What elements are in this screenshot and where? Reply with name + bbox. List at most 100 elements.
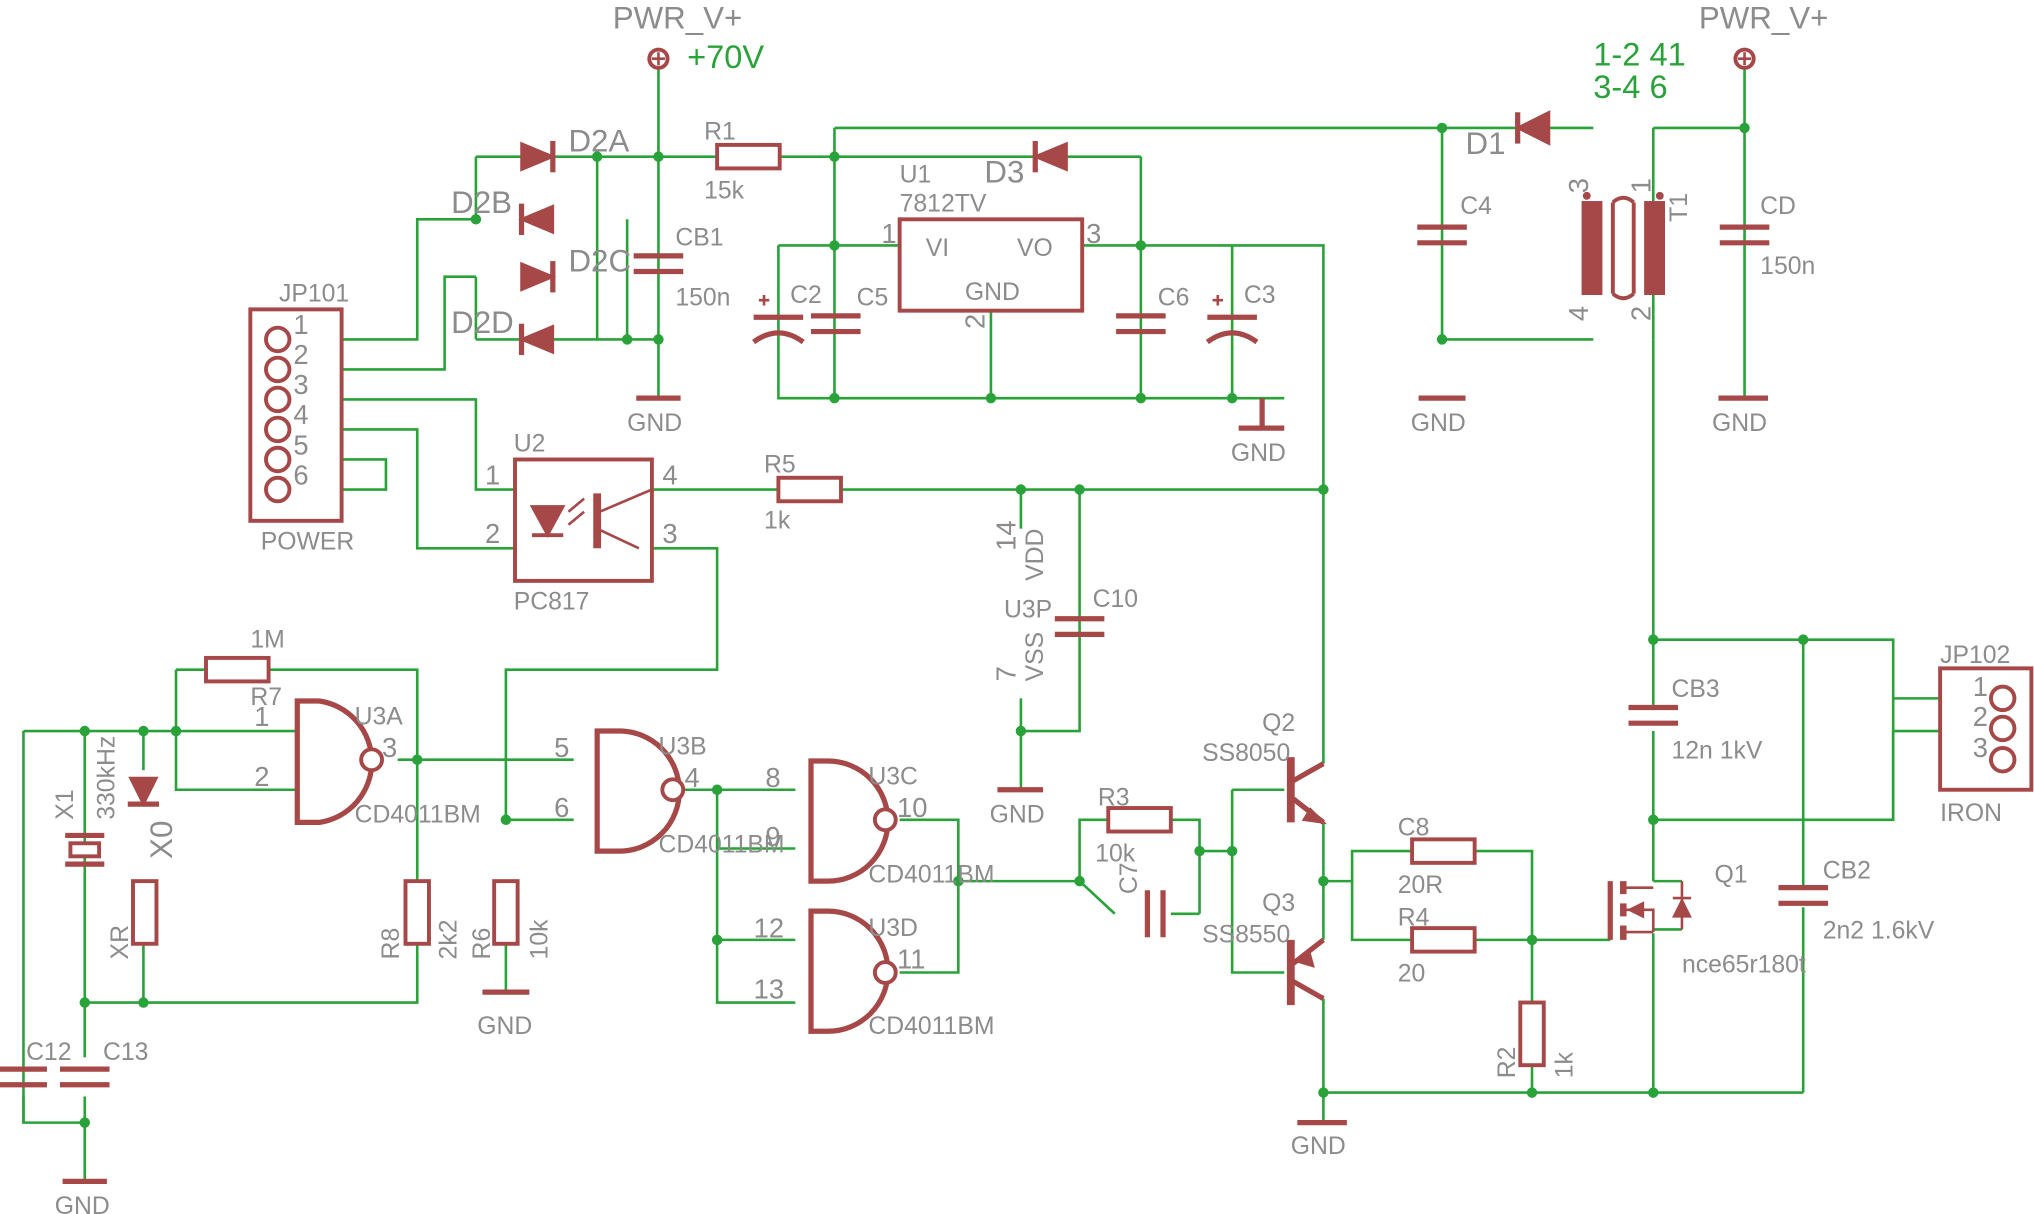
nand-gate-u3c bbox=[808, 758, 898, 884]
ground-symbols bbox=[62, 395, 1769, 1184]
transformer-ratio-2: 3-4 6 bbox=[1593, 68, 1667, 105]
svg-text:XR: XR bbox=[107, 925, 134, 959]
svg-text:1: 1 bbox=[1626, 178, 1657, 193]
svg-text:1M: 1M bbox=[250, 626, 284, 653]
power-supply-symbol-1 bbox=[647, 47, 670, 70]
svg-text:U3B: U3B bbox=[658, 733, 706, 760]
svg-text:CD4011BM: CD4011BM bbox=[355, 801, 481, 828]
svg-text:Q3: Q3 bbox=[1262, 890, 1295, 917]
svg-text:X0: X0 bbox=[144, 821, 179, 859]
svg-text:10k: 10k bbox=[1095, 841, 1136, 868]
svg-text:150n: 150n bbox=[1760, 253, 1815, 280]
pwr-label-1: PWR_V+ bbox=[613, 1, 743, 36]
svg-text:GND: GND bbox=[1291, 1133, 1346, 1160]
svg-text:R8: R8 bbox=[378, 928, 405, 960]
svg-text:1: 1 bbox=[1973, 671, 1988, 702]
svg-text:9: 9 bbox=[765, 821, 780, 852]
svg-text:Q2: Q2 bbox=[1262, 710, 1295, 737]
svg-text:2: 2 bbox=[959, 314, 990, 329]
svg-text:VDD: VDD bbox=[1022, 529, 1049, 581]
svg-text:1: 1 bbox=[485, 459, 500, 490]
svg-text:SS8550: SS8550 bbox=[1202, 921, 1290, 948]
diode-d2b bbox=[518, 203, 555, 235]
nand-gate-u3b bbox=[594, 728, 686, 854]
svg-text:3: 3 bbox=[662, 518, 677, 549]
resistors bbox=[131, 142, 1546, 1068]
svg-text:U3P: U3P bbox=[1004, 596, 1052, 623]
svg-text:nce65r180t: nce65r180t bbox=[1682, 951, 1806, 978]
svg-text:1k: 1k bbox=[764, 508, 791, 535]
svg-text:CB2: CB2 bbox=[1823, 858, 1871, 885]
voltage-label: +70V bbox=[687, 38, 764, 75]
svg-text:4: 4 bbox=[1563, 306, 1594, 321]
transistor-q3 bbox=[1286, 937, 1326, 1006]
svg-text:R3: R3 bbox=[1098, 784, 1130, 811]
svg-text:D3: D3 bbox=[984, 155, 1024, 190]
svg-text:U3C: U3C bbox=[868, 764, 918, 791]
svg-text:R6: R6 bbox=[469, 928, 496, 960]
mosfet-q1 bbox=[1607, 881, 1692, 940]
svg-text:3: 3 bbox=[1086, 218, 1101, 249]
svg-text:GND: GND bbox=[1411, 410, 1466, 437]
svg-text:4: 4 bbox=[662, 459, 677, 490]
diode-d3 bbox=[1031, 140, 1068, 173]
svg-text:7812TV: 7812TV bbox=[900, 190, 987, 217]
svg-text:CD: CD bbox=[1760, 193, 1796, 220]
svg-text:CB3: CB3 bbox=[1672, 676, 1720, 703]
svg-text:6: 6 bbox=[554, 792, 569, 823]
svg-text:C8: C8 bbox=[1398, 814, 1430, 841]
svg-text:VI: VI bbox=[926, 235, 949, 262]
svg-text:CD4011BM: CD4011BM bbox=[658, 831, 784, 858]
svg-text:POWER: POWER bbox=[261, 529, 355, 556]
svg-text:3: 3 bbox=[382, 732, 397, 763]
svg-text:U1: U1 bbox=[900, 162, 932, 189]
svg-text:CD4011BM: CD4011BM bbox=[868, 1013, 994, 1040]
svg-text:330kHz: 330kHz bbox=[94, 736, 121, 820]
svg-text:C5: C5 bbox=[857, 284, 889, 311]
svg-text:D2D: D2D bbox=[451, 305, 514, 340]
svg-text:GND: GND bbox=[965, 279, 1020, 306]
svg-text:2n2 1.6kV: 2n2 1.6kV bbox=[1823, 918, 1935, 945]
svg-text:4: 4 bbox=[293, 399, 308, 430]
crystal-x1 bbox=[65, 832, 105, 867]
connector-jp101 bbox=[248, 307, 344, 523]
capacitors bbox=[0, 224, 1828, 1088]
svg-text:11: 11 bbox=[897, 944, 925, 975]
svg-text:U2: U2 bbox=[514, 431, 546, 458]
svg-text:20: 20 bbox=[1398, 961, 1426, 988]
svg-text:JP102: JP102 bbox=[1940, 642, 2010, 669]
svg-text:D2B: D2B bbox=[451, 185, 512, 220]
svg-text:R2: R2 bbox=[1494, 1047, 1521, 1079]
svg-text:1: 1 bbox=[293, 309, 308, 340]
svg-text:GND: GND bbox=[477, 1013, 532, 1040]
svg-text:C7: C7 bbox=[1116, 862, 1143, 894]
svg-text:VO: VO bbox=[1017, 235, 1053, 262]
svg-text:T1: T1 bbox=[1666, 193, 1693, 222]
svg-text:D2C: D2C bbox=[568, 244, 631, 279]
svg-text:D2A: D2A bbox=[568, 123, 629, 158]
svg-text:2: 2 bbox=[293, 339, 308, 370]
svg-text:20R: 20R bbox=[1398, 872, 1443, 899]
transistor-q2 bbox=[1286, 757, 1328, 825]
svg-text:C6: C6 bbox=[1158, 284, 1190, 311]
svg-text:10: 10 bbox=[897, 792, 927, 823]
svg-text:7: 7 bbox=[991, 666, 1022, 681]
svg-text:IRON: IRON bbox=[1940, 800, 2002, 827]
diode-d1 bbox=[1514, 110, 1551, 146]
svg-text:2: 2 bbox=[254, 761, 269, 792]
svg-text:5: 5 bbox=[293, 429, 308, 460]
transformer-ratio-1: 1-2 41 bbox=[1593, 35, 1685, 72]
svg-text:2: 2 bbox=[1626, 306, 1657, 321]
svg-text:CD4011BM: CD4011BM bbox=[868, 861, 994, 888]
regulator-u1 bbox=[897, 217, 1085, 313]
svg-text:C4: C4 bbox=[1460, 193, 1492, 220]
optocoupler-u2 bbox=[513, 457, 654, 583]
diode-d2d bbox=[518, 323, 555, 356]
svg-text:C3: C3 bbox=[1244, 282, 1276, 309]
transformer-t1 bbox=[1581, 191, 1666, 301]
svg-text:12: 12 bbox=[754, 912, 784, 943]
svg-text:C13: C13 bbox=[103, 1039, 148, 1066]
labels: PWR_V+ +70V PWR_V+ 1-2 41 3-4 6 D2A D2B … bbox=[26, 1, 2010, 1214]
svg-text:R7: R7 bbox=[250, 684, 282, 711]
